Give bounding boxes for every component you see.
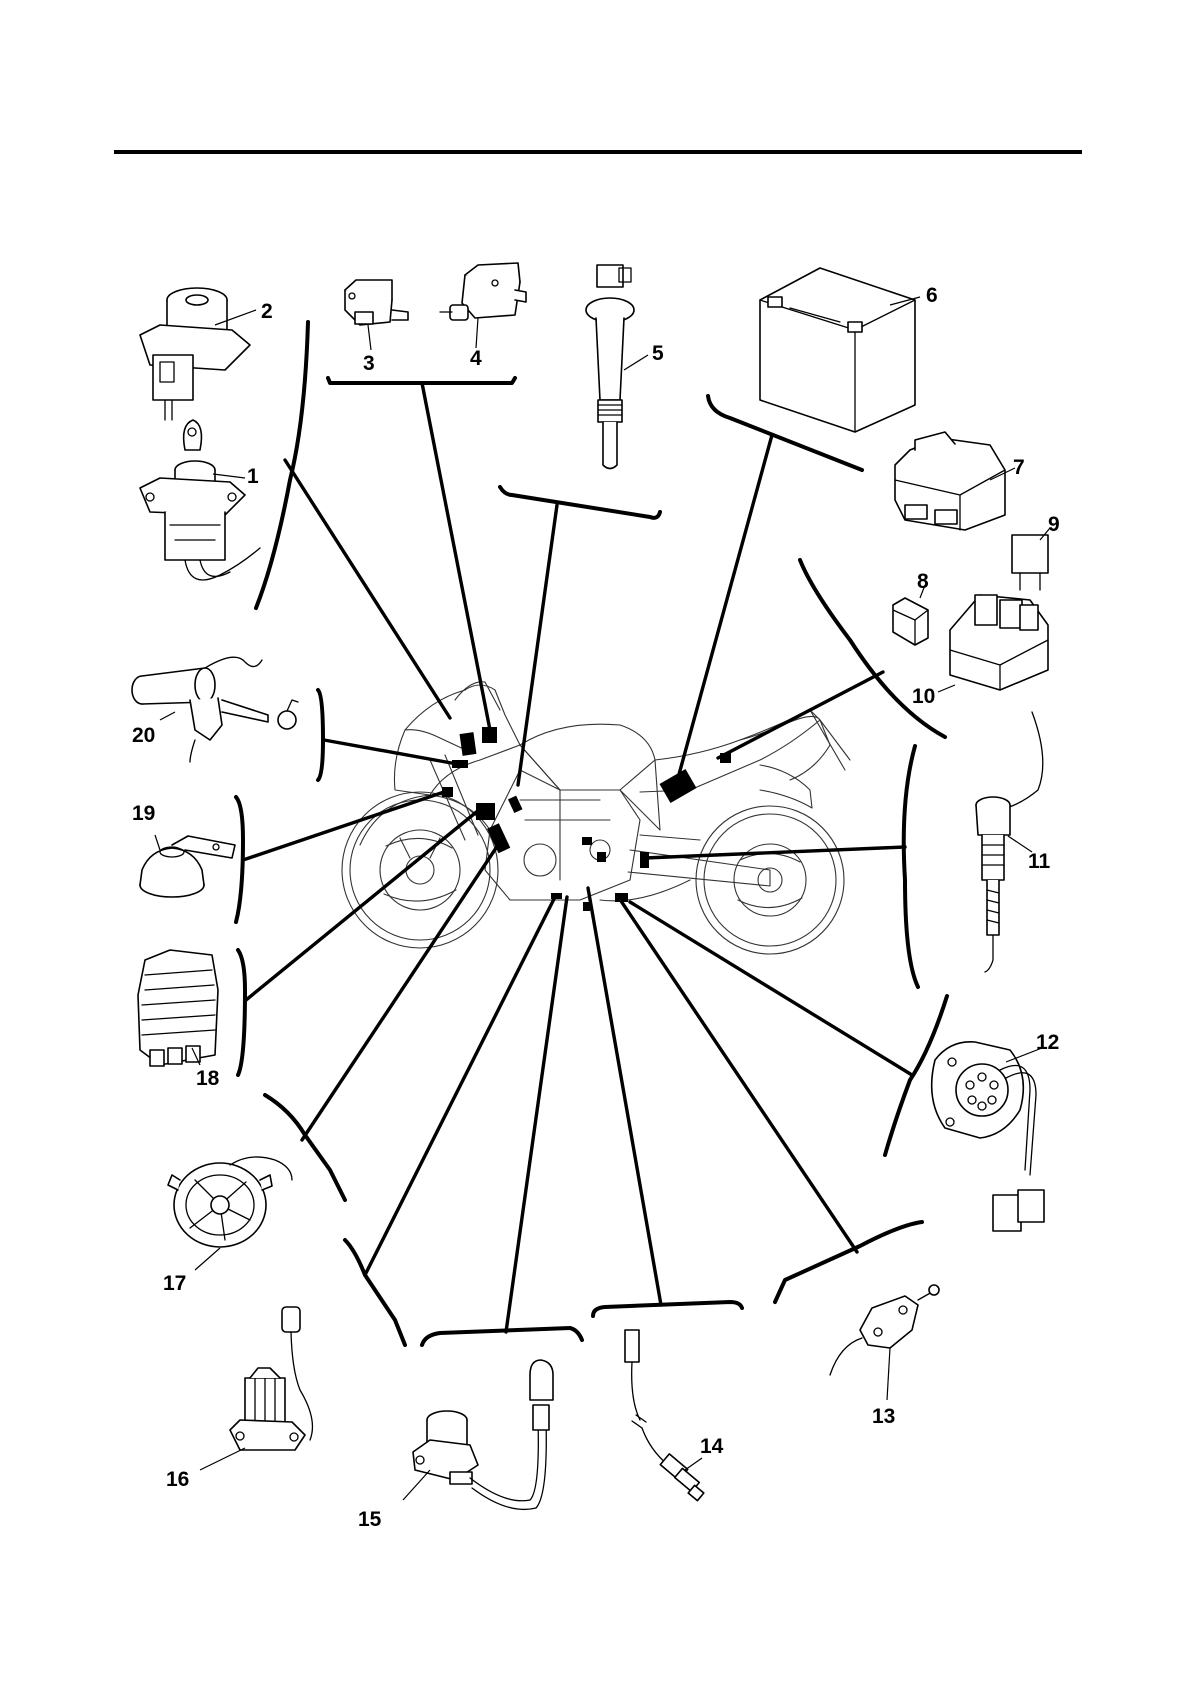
location-marker — [487, 823, 510, 853]
ignition-coil — [586, 265, 634, 469]
callout-10: 10 — [912, 685, 935, 708]
horn — [140, 836, 235, 897]
callout-3: 3 — [363, 352, 375, 375]
location-marker — [583, 902, 590, 911]
main-switch — [140, 420, 260, 580]
location-marker — [597, 852, 606, 862]
callout-20: 20 — [132, 724, 155, 747]
callout-19: 19 — [132, 802, 155, 825]
main-switch-housing — [140, 288, 250, 420]
location-marker — [640, 852, 649, 868]
callout-5: 5 — [652, 342, 664, 365]
battery — [760, 268, 915, 432]
fuse — [1012, 535, 1048, 590]
speed-sensor — [413, 1360, 553, 1509]
radiator-fan-motor — [168, 1157, 292, 1247]
gear-position-switch — [932, 1042, 1044, 1231]
callout-17: 17 — [163, 1272, 186, 1295]
location-marker — [508, 796, 522, 813]
crankshaft-position-sensor — [230, 1307, 312, 1450]
rectifier-regulator — [138, 950, 218, 1066]
callout-18: 18 — [196, 1067, 220, 1090]
fuel-injector-assembly — [132, 657, 298, 762]
callout-4: 4 — [470, 347, 482, 370]
callout-13: 13 — [872, 1405, 895, 1428]
location-marker — [582, 837, 592, 845]
callout-1: 1 — [247, 465, 259, 488]
sidestand-switch — [830, 1285, 939, 1375]
location-marker — [460, 732, 477, 756]
callout-14: 14 — [700, 1435, 724, 1458]
callout-11: 11 — [1028, 850, 1051, 873]
callout-7: 7 — [1013, 456, 1025, 479]
callout-12: 12 — [1036, 1031, 1059, 1054]
leader-lines — [236, 322, 947, 1345]
rear-brake-light-switch — [440, 263, 526, 320]
callout-9: 9 — [1048, 513, 1060, 536]
callout-2: 2 — [261, 300, 273, 323]
o2-sensor — [625, 1330, 704, 1501]
front-brake-light-switch — [345, 280, 408, 325]
callout-8: 8 — [917, 570, 929, 593]
callout-6: 6 — [926, 284, 938, 307]
fuse-box — [895, 432, 1005, 530]
callout-15: 15 — [358, 1508, 382, 1531]
motorcycle-outline — [342, 682, 850, 954]
starting-circuit-cut-off-relay — [950, 595, 1048, 690]
coolant-temperature-sensor — [976, 712, 1043, 972]
callout-16: 16 — [166, 1468, 189, 1491]
headlight-relay — [893, 598, 928, 645]
